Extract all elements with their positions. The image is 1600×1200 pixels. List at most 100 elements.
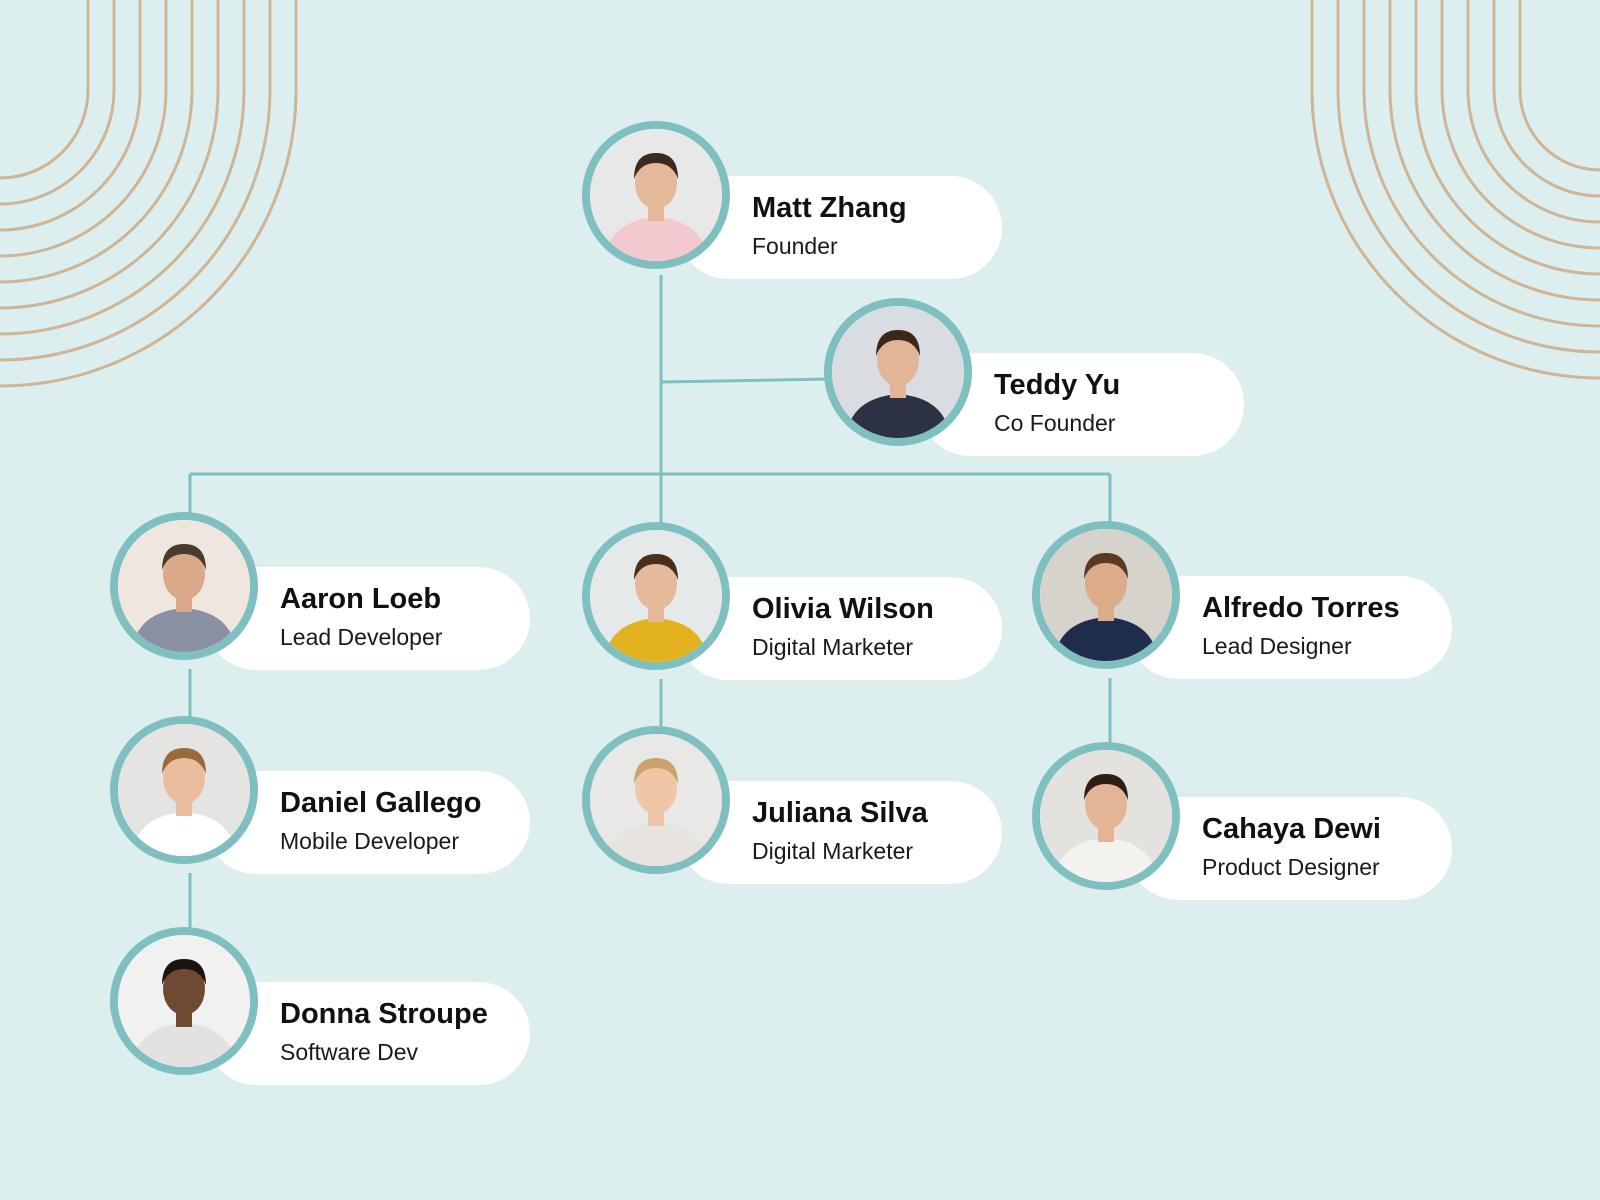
avatar <box>1032 742 1180 890</box>
person-name: Alfredo Torres <box>1202 592 1400 624</box>
hair-shape <box>162 748 206 774</box>
name-block: Donna Stroupe Software Dev <box>280 997 488 1066</box>
name-card <box>677 577 1002 680</box>
person-photo-icon <box>832 306 964 438</box>
hair-shape <box>162 544 206 570</box>
avatar <box>582 121 730 269</box>
person-name: Donna Stroupe <box>280 998 488 1030</box>
face-shape <box>1085 557 1127 609</box>
decor-arc <box>1310 0 1600 380</box>
node-olivia-wilson: Olivia Wilson Digital Marketer <box>582 522 1002 682</box>
person-photo-icon <box>590 129 722 261</box>
node-matt-zhang: Matt Zhang Founder <box>582 121 1002 281</box>
face-shape <box>163 963 205 1015</box>
avatar <box>1032 521 1180 669</box>
node-teddy-yu: Teddy Yu Co Founder <box>824 298 1244 458</box>
shirt-shape <box>132 812 236 856</box>
face-shape <box>877 334 919 386</box>
person-name: Teddy Yu <box>994 369 1121 401</box>
node-cahaya-dewi: Cahaya Dewi Product Designer <box>1032 742 1452 902</box>
name-block: Daniel Gallego Mobile Developer <box>280 786 481 855</box>
person-title: Digital Marketer <box>752 634 914 660</box>
shirt-shape <box>604 822 708 866</box>
name-block: Matt Zhang Founder <box>752 191 907 260</box>
name-card <box>1127 576 1452 679</box>
person-photo-icon <box>590 530 722 662</box>
shirt-shape <box>604 217 708 261</box>
decor-arc <box>1336 0 1600 354</box>
decor-arc <box>0 0 90 180</box>
avatar <box>110 716 258 864</box>
name-card <box>677 176 1002 279</box>
person-photo-icon <box>590 734 722 866</box>
avatar <box>582 522 730 670</box>
name-card <box>205 567 530 670</box>
hair-shape <box>1084 553 1128 579</box>
decor-arc <box>1388 0 1600 302</box>
decor-arc <box>1362 0 1600 328</box>
node-donna-stroupe: Donna Stroupe Software Dev <box>110 927 530 1087</box>
decor-arc <box>0 0 168 258</box>
name-card <box>677 781 1002 884</box>
decor-arc <box>0 0 194 284</box>
avatar <box>582 726 730 874</box>
avatar <box>824 298 972 446</box>
decor-arc <box>1414 0 1600 276</box>
person-title: Software Dev <box>280 1039 419 1065</box>
hair-shape <box>634 153 678 179</box>
node-alfredo-torres: Alfredo Torres Lead Designer <box>1032 521 1452 681</box>
connector-line <box>660 377 831 384</box>
face-shape <box>635 762 677 814</box>
hair-shape <box>634 758 678 784</box>
name-block: Teddy Yu Co Founder <box>994 368 1120 437</box>
person-photo-icon <box>1040 750 1172 882</box>
shirt-shape <box>1054 617 1158 661</box>
decor-arc <box>1518 0 1600 172</box>
decor-arc <box>1492 0 1600 198</box>
decor-arc <box>1440 0 1600 250</box>
person-name: Aaron Loeb <box>280 583 442 615</box>
node-daniel-gallego: Daniel Gallego Mobile Developer <box>110 716 530 876</box>
hair-shape <box>1084 774 1128 800</box>
person-photo-icon <box>118 724 250 856</box>
person-title: Lead Designer <box>1202 633 1352 659</box>
name-card <box>205 771 530 874</box>
decor-arc <box>0 0 298 388</box>
face-shape <box>163 548 205 600</box>
person-title: Mobile Developer <box>280 828 459 854</box>
name-card <box>205 982 530 1085</box>
shirt-shape <box>604 618 708 662</box>
decor-arc <box>0 0 116 206</box>
person-photo-icon <box>1040 529 1172 661</box>
name-block: Cahaya Dewi Product Designer <box>1202 812 1381 881</box>
name-block: Alfredo Torres Lead Designer <box>1202 591 1400 660</box>
shirt-shape <box>132 1023 236 1067</box>
name-card <box>919 353 1244 456</box>
decor-arc <box>0 0 246 336</box>
node-juliana-silva: Juliana Silva Digital Marketer <box>582 726 1002 886</box>
face-shape <box>163 752 205 804</box>
decor-arc <box>0 0 220 310</box>
person-title: Digital Marketer <box>752 838 914 864</box>
hair-shape <box>162 959 206 985</box>
decor-arc <box>1466 0 1600 224</box>
node-aaron-loeb: Aaron Loeb Lead Developer <box>110 512 530 672</box>
shirt-shape <box>132 608 236 652</box>
hair-shape <box>876 330 920 356</box>
person-photo-icon <box>118 935 250 1067</box>
name-block: Juliana Silva Digital Marketer <box>752 796 928 865</box>
avatar <box>110 927 258 1075</box>
person-title: Lead Developer <box>280 624 443 650</box>
person-name: Daniel Gallego <box>280 787 482 819</box>
decor-arc <box>0 0 272 362</box>
person-name: Olivia Wilson <box>752 593 934 625</box>
shirt-shape <box>846 394 950 438</box>
person-title: Founder <box>752 233 838 259</box>
hair-shape <box>634 554 678 580</box>
name-block: Aaron Loeb Lead Developer <box>280 582 442 651</box>
person-title: Product Designer <box>1202 854 1380 880</box>
name-block: Olivia Wilson Digital Marketer <box>752 592 934 661</box>
name-card <box>1127 797 1452 900</box>
